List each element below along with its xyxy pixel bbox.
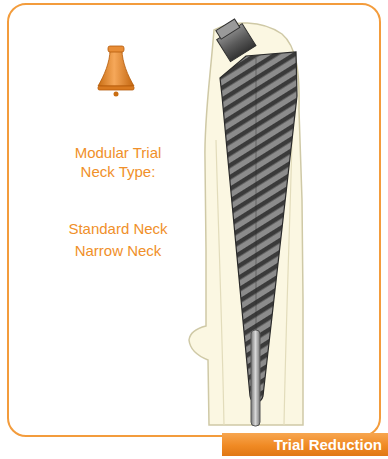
option-label: Standard Neck — [43, 219, 193, 238]
band-title: Trial Reduction — [274, 436, 382, 453]
distal-peg — [251, 330, 260, 426]
part-label: Modular Trial Neck Type: — [59, 143, 177, 181]
trial-neck-nub — [114, 92, 119, 97]
trial-neck-body — [98, 50, 134, 86]
femur-bone — [189, 23, 303, 425]
trial-neck-top — [108, 46, 124, 52]
stem-midline — [256, 58, 257, 330]
trial-neck-trunnion — [212, 17, 255, 62]
trial-neck-base — [98, 86, 134, 90]
canal-line — [216, 140, 224, 425]
panel-frame — [8, 4, 380, 436]
trunnion-cap — [216, 19, 240, 39]
section-band: Trial Reduction — [222, 433, 388, 456]
option-label: Narrow Neck — [43, 241, 193, 260]
trial-neck-icon — [98, 46, 134, 97]
